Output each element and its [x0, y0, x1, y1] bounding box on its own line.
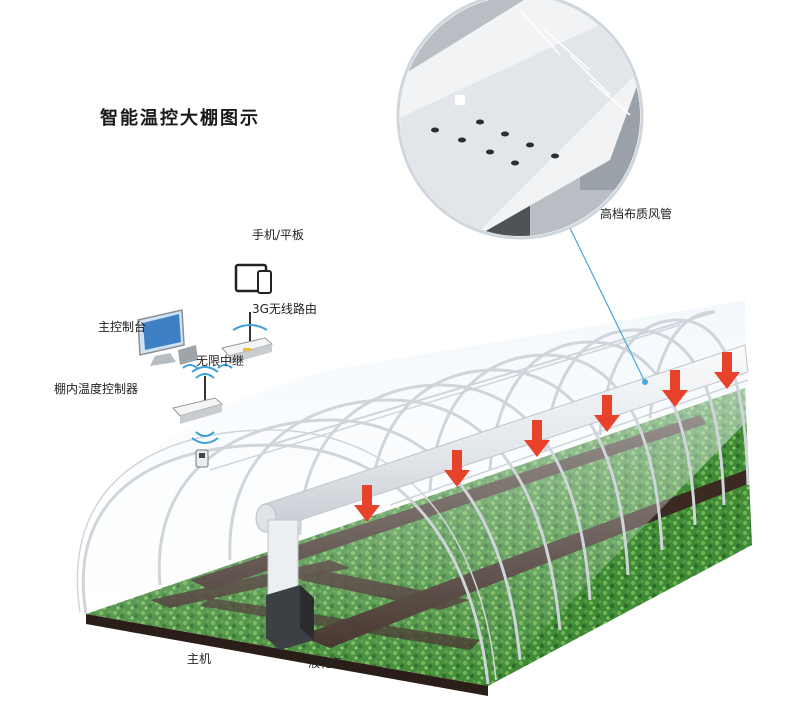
down-arrow-icon: [444, 450, 470, 487]
label-master-console: 主控制台: [98, 320, 147, 334]
duct-closeup: [396, 0, 644, 240]
monitor-icon: [137, 309, 198, 366]
label-wireless-relay: 无限中继: [196, 354, 245, 368]
host-unit: [266, 585, 314, 650]
label-air-duct: 高档布质风管: [600, 207, 673, 221]
greenhouse-cover: [81, 300, 748, 686]
sensor-icon: [195, 449, 209, 468]
wireless-signal-icon: [191, 324, 268, 444]
down-arrow-icon: [662, 370, 688, 407]
greenhouse-frame: [76, 310, 750, 685]
router-icon: [221, 312, 274, 364]
network-devices: [137, 263, 274, 468]
label-host-unit: 主机: [187, 652, 212, 666]
wireless-signal-icon: [182, 364, 233, 369]
callout-line: [567, 223, 646, 383]
down-arrow-icon: [594, 395, 620, 432]
label-phone-tablet: 手机/平板: [252, 228, 305, 242]
label-liquefied-gas: 液化气: [308, 656, 345, 670]
host-riser-pipe: [267, 519, 299, 596]
down-arrow-icon: [524, 420, 550, 457]
page-title: 智能温控大棚图示: [100, 108, 260, 129]
label-router: 3G无线路由: [252, 302, 317, 316]
airflow-arrows: [354, 352, 740, 522]
phone-icon: [257, 270, 272, 294]
label-greenhouse-controller: 棚内温度控制器: [54, 382, 139, 396]
air-duct: [255, 344, 749, 596]
down-arrow-icon: [714, 352, 740, 389]
controller-icon: [172, 376, 224, 424]
down-arrow-icon: [354, 485, 380, 522]
